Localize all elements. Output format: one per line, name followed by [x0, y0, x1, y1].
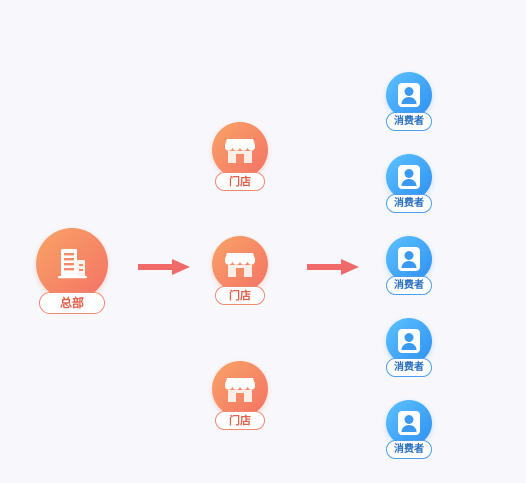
store-node: 门店 [212, 236, 268, 305]
store-circle [212, 236, 268, 292]
consumer-circle [386, 318, 432, 364]
person-icon [398, 83, 420, 107]
consumer-label: 消费者 [386, 194, 432, 213]
arrow-right-icon [138, 259, 190, 275]
consumer-circle [386, 154, 432, 200]
store-node: 门店 [212, 361, 268, 430]
consumer-circle [386, 236, 432, 282]
consumer-node: 消费者 [385, 154, 433, 213]
store-label: 门店 [215, 411, 265, 430]
headquarters-circle [36, 228, 108, 300]
consumer-label: 消费者 [386, 358, 432, 377]
headquarters-node: 总部 [36, 228, 108, 314]
consumer-node: 消费者 [385, 236, 433, 295]
store-node: 门店 [212, 122, 268, 191]
person-icon [398, 411, 420, 435]
person-icon [398, 165, 420, 189]
building-icon [58, 249, 87, 279]
storefront-icon [225, 253, 255, 277]
person-icon [398, 247, 420, 271]
person-icon [398, 329, 420, 353]
consumer-node: 消费者 [385, 72, 433, 131]
consumer-label: 消费者 [386, 440, 432, 459]
consumer-circle [386, 72, 432, 118]
arrow-right-icon [307, 259, 359, 275]
headquarters-label: 总部 [39, 292, 105, 314]
consumer-node: 消费者 [385, 318, 433, 377]
store-circle [212, 361, 268, 417]
storefront-icon [225, 378, 255, 402]
store-label: 门店 [215, 286, 265, 305]
store-label: 门店 [215, 172, 265, 191]
storefront-icon [225, 139, 255, 163]
consumer-label: 消费者 [386, 276, 432, 295]
consumer-node: 消费者 [385, 400, 433, 459]
store-circle [212, 122, 268, 178]
consumer-circle [386, 400, 432, 446]
consumer-label: 消费者 [386, 112, 432, 131]
